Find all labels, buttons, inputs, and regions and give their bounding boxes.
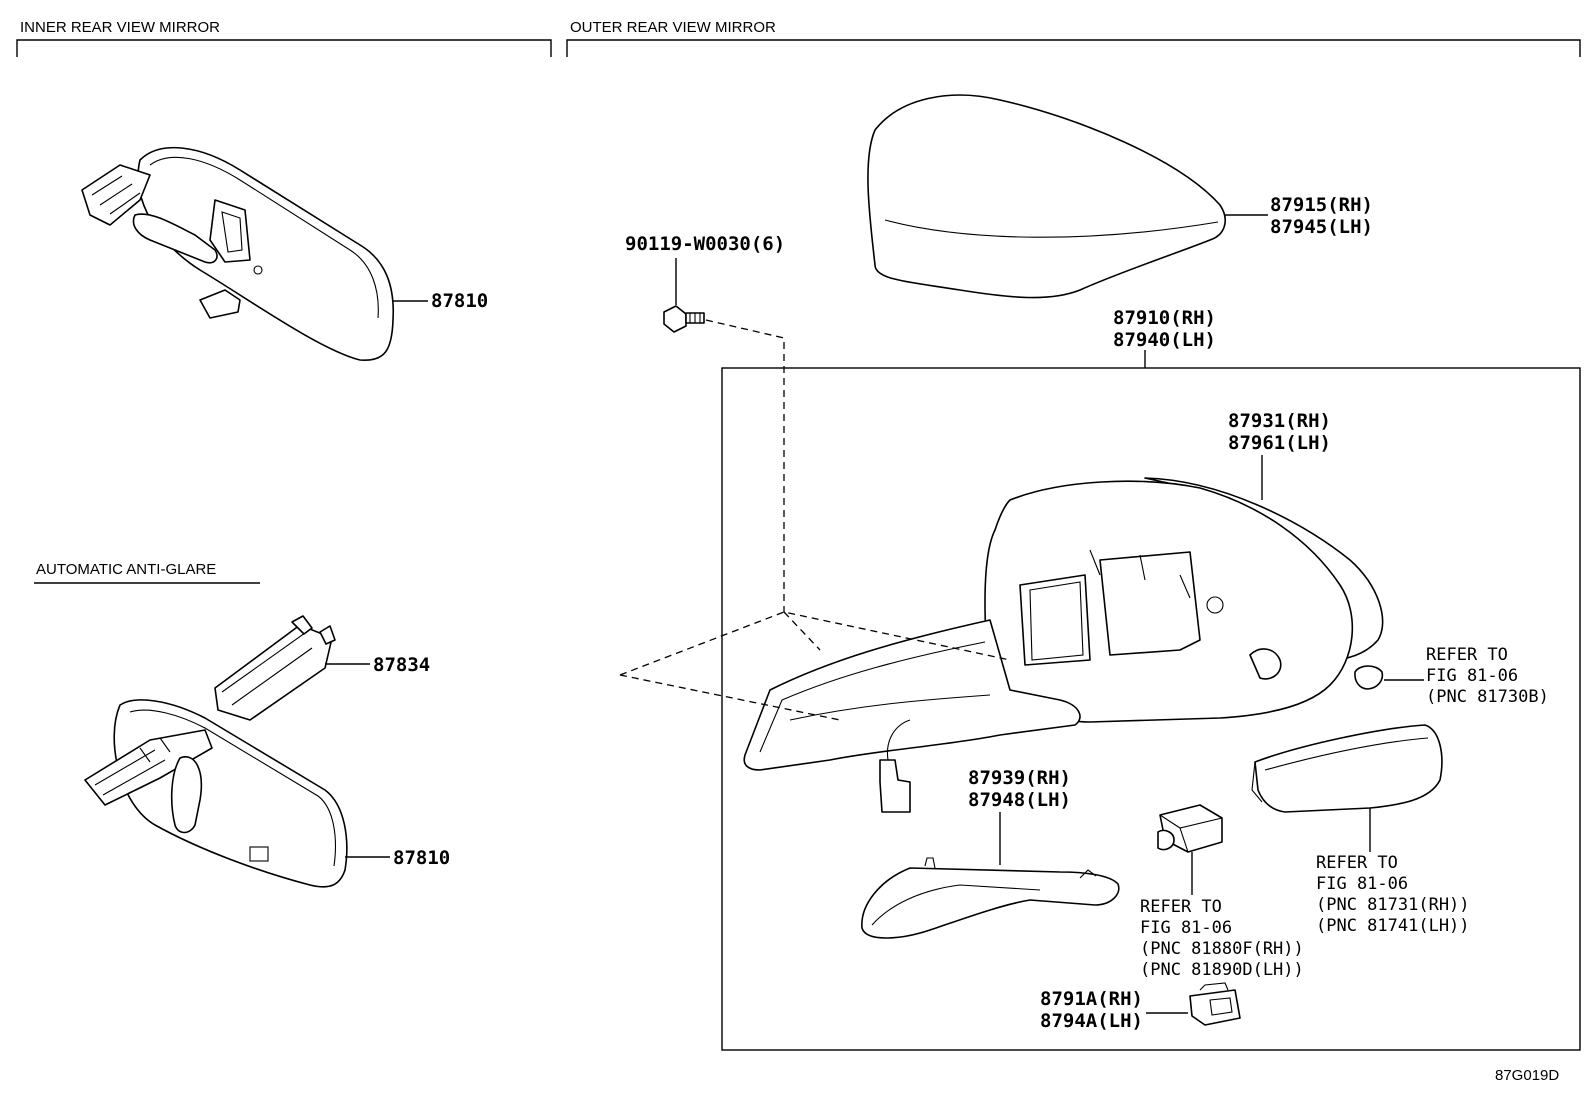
ref-lamp-line-2: FIG 81-06 <box>1140 918 1232 938</box>
side-lamp-drawing <box>1157 804 1223 853</box>
section-bracket-inner <box>16 39 552 57</box>
lower-cover-drawing <box>861 857 1120 939</box>
callout-lower-cover-lh: 87948(LH) <box>968 789 1071 811</box>
section-title-inner: INNER REAR VIEW MIRROR <box>20 19 220 36</box>
ref-lamp-line-4: (PNC 81890D(LH)) <box>1140 960 1304 980</box>
callout-bolt: 90119-W0030(6) <box>625 233 785 255</box>
callout-87810-top: 87810 <box>431 290 488 312</box>
section-title-outer: OUTER REAR VIEW MIRROR <box>570 19 776 36</box>
sensor-cover-drawing <box>214 615 336 721</box>
callout-87834: 87834 <box>373 654 430 676</box>
ref-turn-line-3: (PNC 81731(RH)) <box>1316 895 1470 915</box>
bolt-drawing <box>663 305 705 333</box>
callout-mirror-sub-rh: 87931(RH) <box>1228 410 1331 432</box>
inner-mirror-drawing <box>81 146 395 361</box>
ref-bulb-line-2: FIG 81-06 <box>1426 666 1518 686</box>
section-bracket-outer <box>566 39 1581 57</box>
callout-assy-rh: 87910(RH) <box>1113 307 1216 329</box>
section-title-anti-glare: AUTOMATIC ANTI-GLARE <box>36 561 216 578</box>
assembly-frame <box>721 367 1581 1051</box>
ref-bulb-line-1: REFER TO <box>1426 645 1508 665</box>
clip-drawing <box>1189 982 1241 1026</box>
callout-clip-rh: 8791A(RH) <box>1040 988 1143 1010</box>
callout-assy-lh: 87940(LH) <box>1113 329 1216 351</box>
callout-87810-bottom: 87810 <box>393 847 450 869</box>
mount-dash-lines <box>619 611 1011 721</box>
ref-bulb-line-3: (PNC 81730B) <box>1426 687 1549 707</box>
ref-turn-line-1: REFER TO <box>1316 853 1398 873</box>
mirror-visor-drawing <box>867 94 1226 299</box>
ref-lamp-line-1: REFER TO <box>1140 897 1222 917</box>
callout-clip-lh: 8794A(LH) <box>1040 1010 1143 1032</box>
outer-mirror-assembly-drawing <box>743 477 1384 813</box>
anti-glare-mirror-drawing <box>84 699 348 888</box>
callout-visor-lh: 87945(LH) <box>1270 216 1373 238</box>
bulb-drawing <box>1354 665 1384 690</box>
ref-turn-line-4: (PNC 81741(LH)) <box>1316 916 1470 936</box>
turn-signal-drawing <box>1251 724 1443 813</box>
ref-turn-line-2: FIG 81-06 <box>1316 874 1408 894</box>
ref-lamp-line-3: (PNC 81880F(RH)) <box>1140 939 1304 959</box>
callout-lower-cover-rh: 87939(RH) <box>968 767 1071 789</box>
callout-visor-rh: 87915(RH) <box>1270 194 1373 216</box>
bolt-dash-path <box>705 319 785 612</box>
figure-code: 87G019D <box>1495 1067 1559 1084</box>
callout-mirror-sub-lh: 87961(LH) <box>1228 432 1331 454</box>
